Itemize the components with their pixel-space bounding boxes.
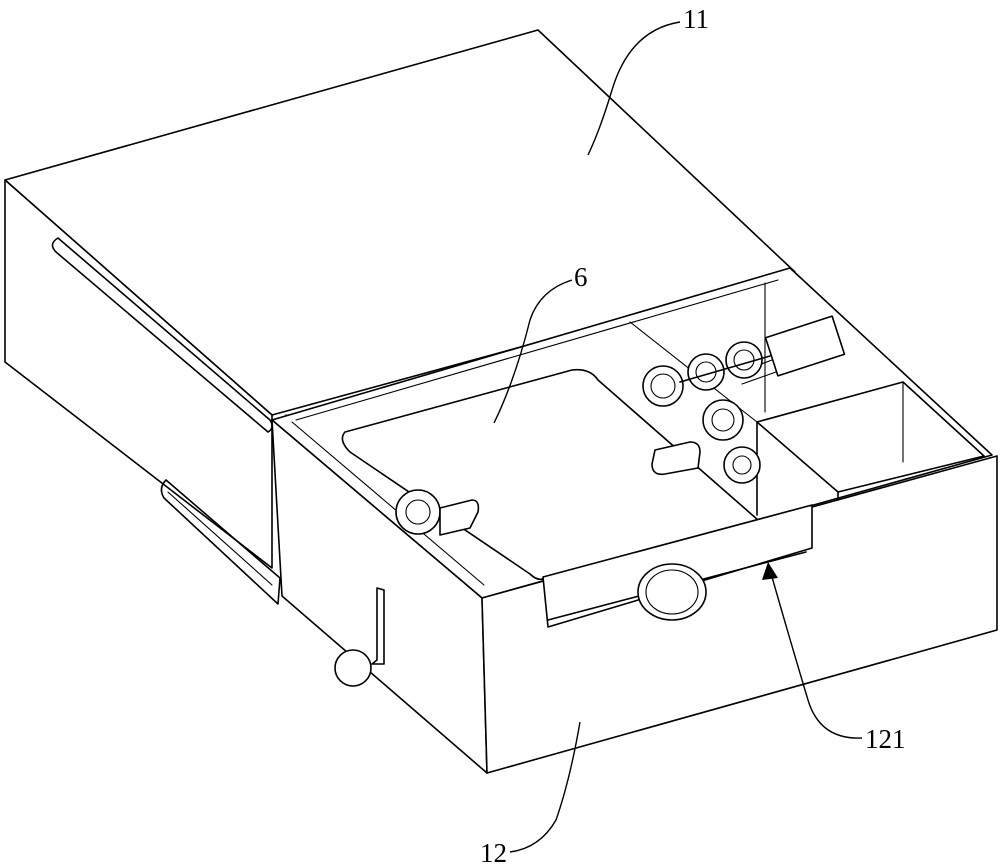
label-slot-strip: 121 (865, 724, 906, 754)
gear-2 (687, 353, 725, 391)
label-drawer: 12 (480, 838, 507, 866)
pad-right (651, 441, 701, 476)
side-handle[interactable] (334, 587, 385, 687)
gear-5 (723, 446, 761, 484)
gear-4 (702, 399, 744, 441)
leader-121-arrowhead (762, 562, 778, 580)
motor (764, 315, 846, 377)
gear-1 (642, 365, 684, 407)
finger-hole (637, 563, 707, 621)
pad-left (439, 499, 480, 536)
label-top-cover: 11 (683, 4, 709, 34)
leader-11 (587, 21, 681, 156)
leader-6 (493, 279, 573, 424)
leader-12 (509, 721, 581, 853)
drawer-body (271, 267, 998, 774)
drawer-front-face (481, 455, 998, 774)
housing-left-face (4, 179, 273, 569)
handle-lever (371, 587, 385, 665)
handle-knob[interactable] (334, 649, 372, 687)
storage-compartment (756, 381, 985, 493)
gear-train (395, 341, 771, 536)
leader-121 (769, 569, 863, 739)
leader-lines (493, 21, 863, 853)
label-plate: 6 (574, 262, 588, 292)
guide-slot-lower (160, 479, 281, 605)
gear-3 (725, 341, 763, 379)
carrier-plate (341, 368, 759, 581)
gear-left (395, 489, 441, 535)
